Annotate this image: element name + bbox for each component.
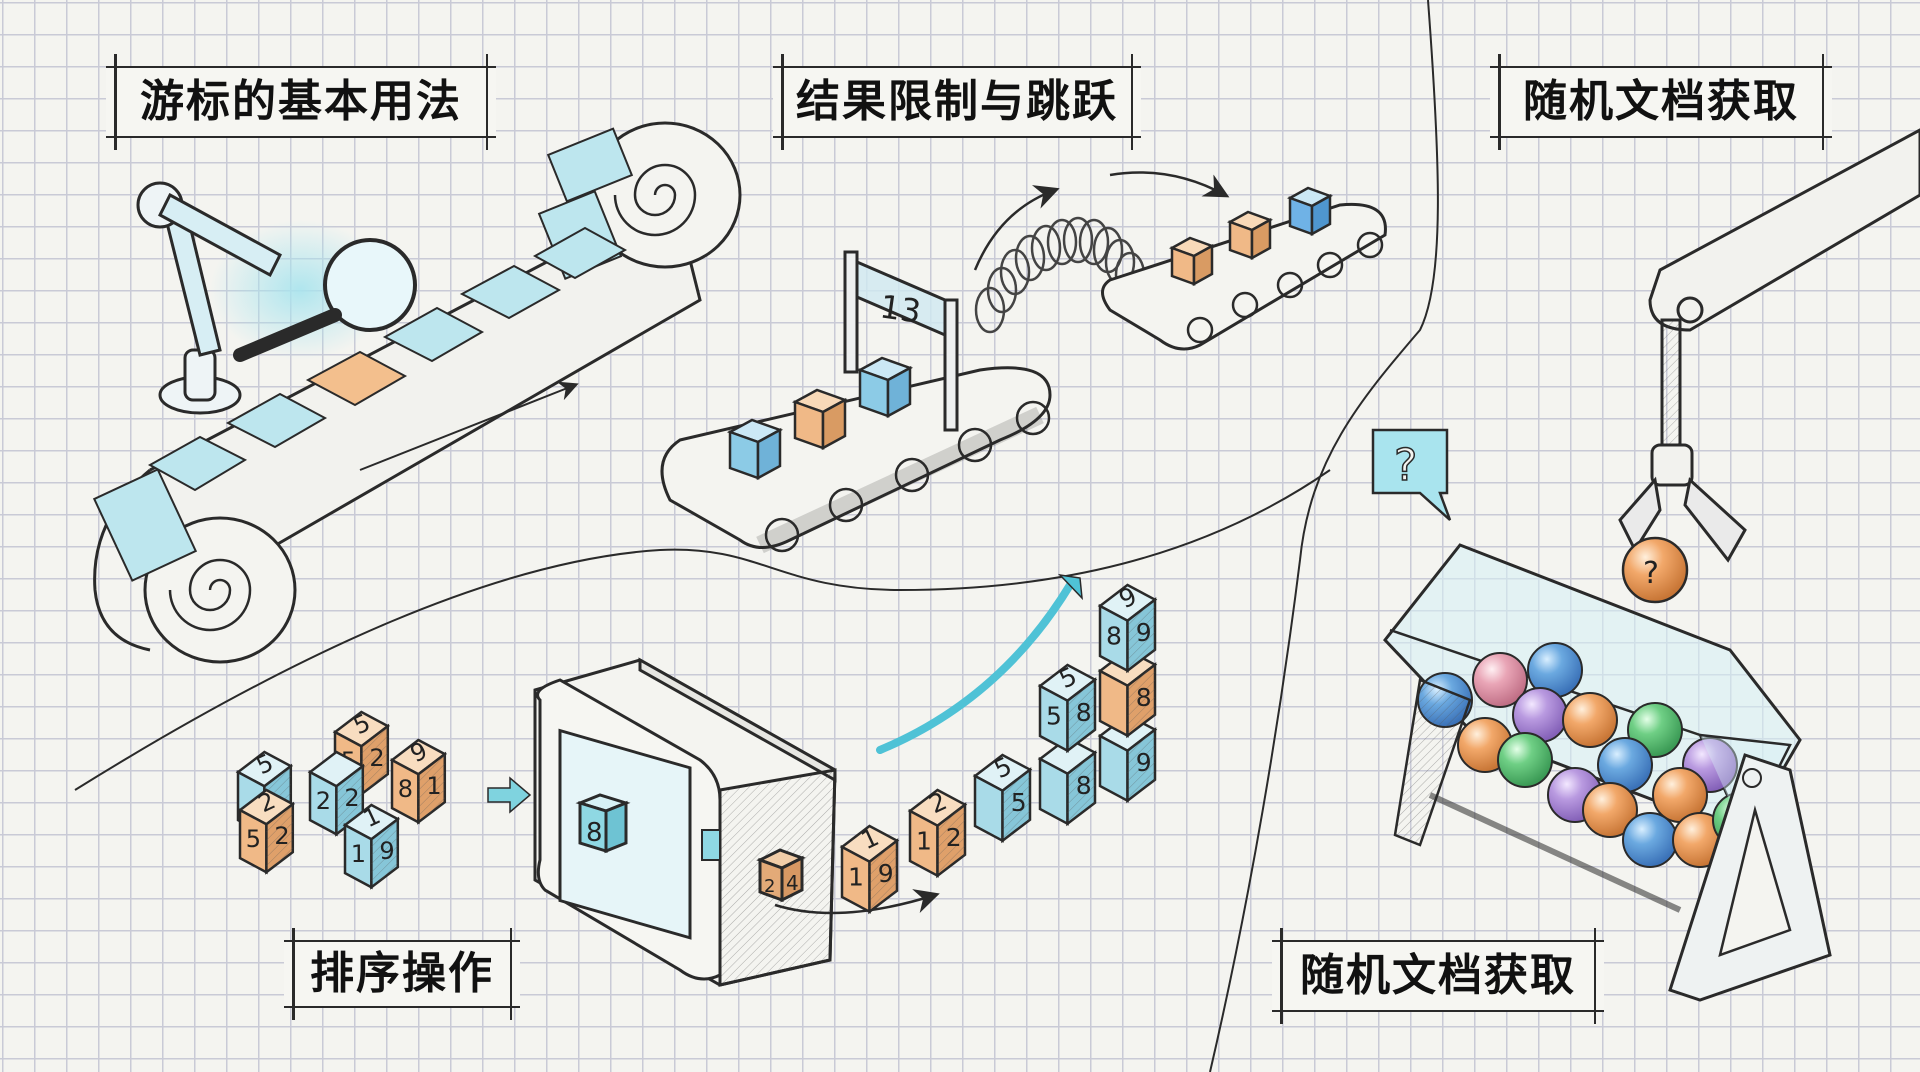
cube-orange: [1226, 210, 1274, 261]
divider-diagonal: [74, 469, 1331, 791]
doc-card: [225, 392, 328, 449]
gate-limit-number: 13: [878, 287, 924, 330]
title-text: 游标的基本用法: [140, 76, 462, 127]
picked-ball: ?: [1621, 536, 1689, 604]
crane-arm: [1618, 128, 1920, 563]
cube-orange: [1168, 236, 1216, 287]
cube-left-label: 1: [848, 862, 864, 891]
cube-blue: [856, 356, 914, 419]
cube-right-label: 2: [946, 823, 962, 852]
output-arrow: [774, 889, 940, 915]
title-text: 结果限制与跳跃: [796, 76, 1118, 127]
status-panel: [701, 829, 721, 861]
sorted-cube-3: 8: [1037, 736, 1098, 827]
lottery-drum: [1383, 543, 1832, 1002]
cube-left-label: 5: [1046, 701, 1062, 730]
svg-text:4: 4: [786, 871, 799, 895]
title-text: 随机文档获取: [1300, 950, 1576, 1001]
cube-left-label: 1: [351, 840, 366, 868]
cube-right-label: 1: [426, 772, 441, 800]
section-title-random-top: 随机文档获取: [1490, 54, 1832, 150]
doc-card: [459, 264, 562, 320]
cube-right-label: 2: [369, 744, 384, 772]
cube-right-label: 9: [1136, 748, 1152, 777]
skip-arrow-over: [1109, 171, 1230, 198]
section-dividers: [74, 0, 1439, 1072]
doc-card: [532, 226, 628, 280]
cube-right-label: 8: [1136, 683, 1152, 712]
random-sample-scene: ? ?: [1371, 128, 1920, 1002]
cube-right-label: 2: [344, 784, 359, 812]
cube-right-label: 9: [1136, 618, 1152, 647]
magnifier-icon: [323, 238, 417, 332]
cube-orange: [791, 388, 849, 451]
cube-left-label: 1: [916, 826, 932, 855]
cube-left-label: 5: [246, 825, 261, 853]
lottery-ball: [1497, 732, 1553, 788]
inspector-arm: [136, 181, 417, 415]
sorted-cube-2: 55: [972, 751, 1033, 844]
cube-right-label: 2: [274, 822, 289, 850]
cube-left-label: 2: [316, 787, 331, 815]
question-mark-icon: ?: [1643, 556, 1659, 591]
document-cards: [147, 226, 628, 492]
cube-right-label: 8: [1076, 771, 1092, 800]
cube-right-label: 9: [878, 859, 894, 888]
question-mark-icon: ?: [1394, 440, 1417, 491]
cube-blue: [1286, 186, 1334, 237]
unsorted-cube-pile: 552525222981119: [235, 708, 448, 890]
section-title-sort: 排序操作: [284, 928, 520, 1020]
doc-card-highlighted: [305, 350, 408, 407]
direction-arrow: [359, 381, 579, 471]
cube-right-label: 9: [379, 837, 394, 865]
top-roll: [588, 121, 742, 269]
cube-left-label: 8: [398, 775, 413, 803]
section-title-limit-skip: 结果限制与跳跃: [773, 54, 1141, 150]
lottery-ball: [1562, 692, 1618, 748]
sort-scene: 552525222981119 8 2 4: [235, 573, 1158, 987]
cube-blue: [726, 418, 784, 481]
cube-left-label: 8: [1106, 621, 1122, 650]
limit-conveyor: 13: [660, 250, 1052, 554]
cube-right-label: 8: [1076, 698, 1092, 727]
doc-card: [382, 306, 485, 363]
title-text: 排序操作: [310, 948, 494, 999]
divider-vertical: [1209, 0, 1439, 1072]
cube-right-label: 5: [1011, 788, 1027, 817]
ascending-arrow: [876, 581, 1074, 754]
doc-card: [147, 435, 248, 492]
machine-cube: 8: [575, 793, 631, 854]
lottery-ball: [1472, 652, 1528, 708]
limit-gate: 13: [843, 250, 959, 432]
question-bubble: ?: [1371, 428, 1452, 521]
limit-cubes: [726, 356, 914, 481]
input-arrow: [487, 776, 532, 814]
section-title-cursor: 游标的基本用法: [106, 54, 496, 150]
skip-arrow-up: [973, 185, 1060, 271]
ascending-arrow-head: [1057, 573, 1083, 601]
skip-conveyor: [1101, 186, 1387, 351]
lottery-ball: [1622, 812, 1678, 868]
svg-text:2: 2: [764, 876, 775, 897]
cursor-conveyor-scene: [92, 121, 742, 664]
sorting-machine: 8 2 4: [533, 657, 837, 987]
title-text: 随机文档获取: [1523, 76, 1799, 127]
lottery-ball: [1582, 782, 1638, 838]
section-title-random-bottom: 随机文档获取: [1272, 928, 1604, 1024]
limit-skip-scene: 13: [660, 171, 1387, 554]
svg-text:8: 8: [586, 818, 603, 848]
output-cube: 2 4: [756, 848, 806, 903]
